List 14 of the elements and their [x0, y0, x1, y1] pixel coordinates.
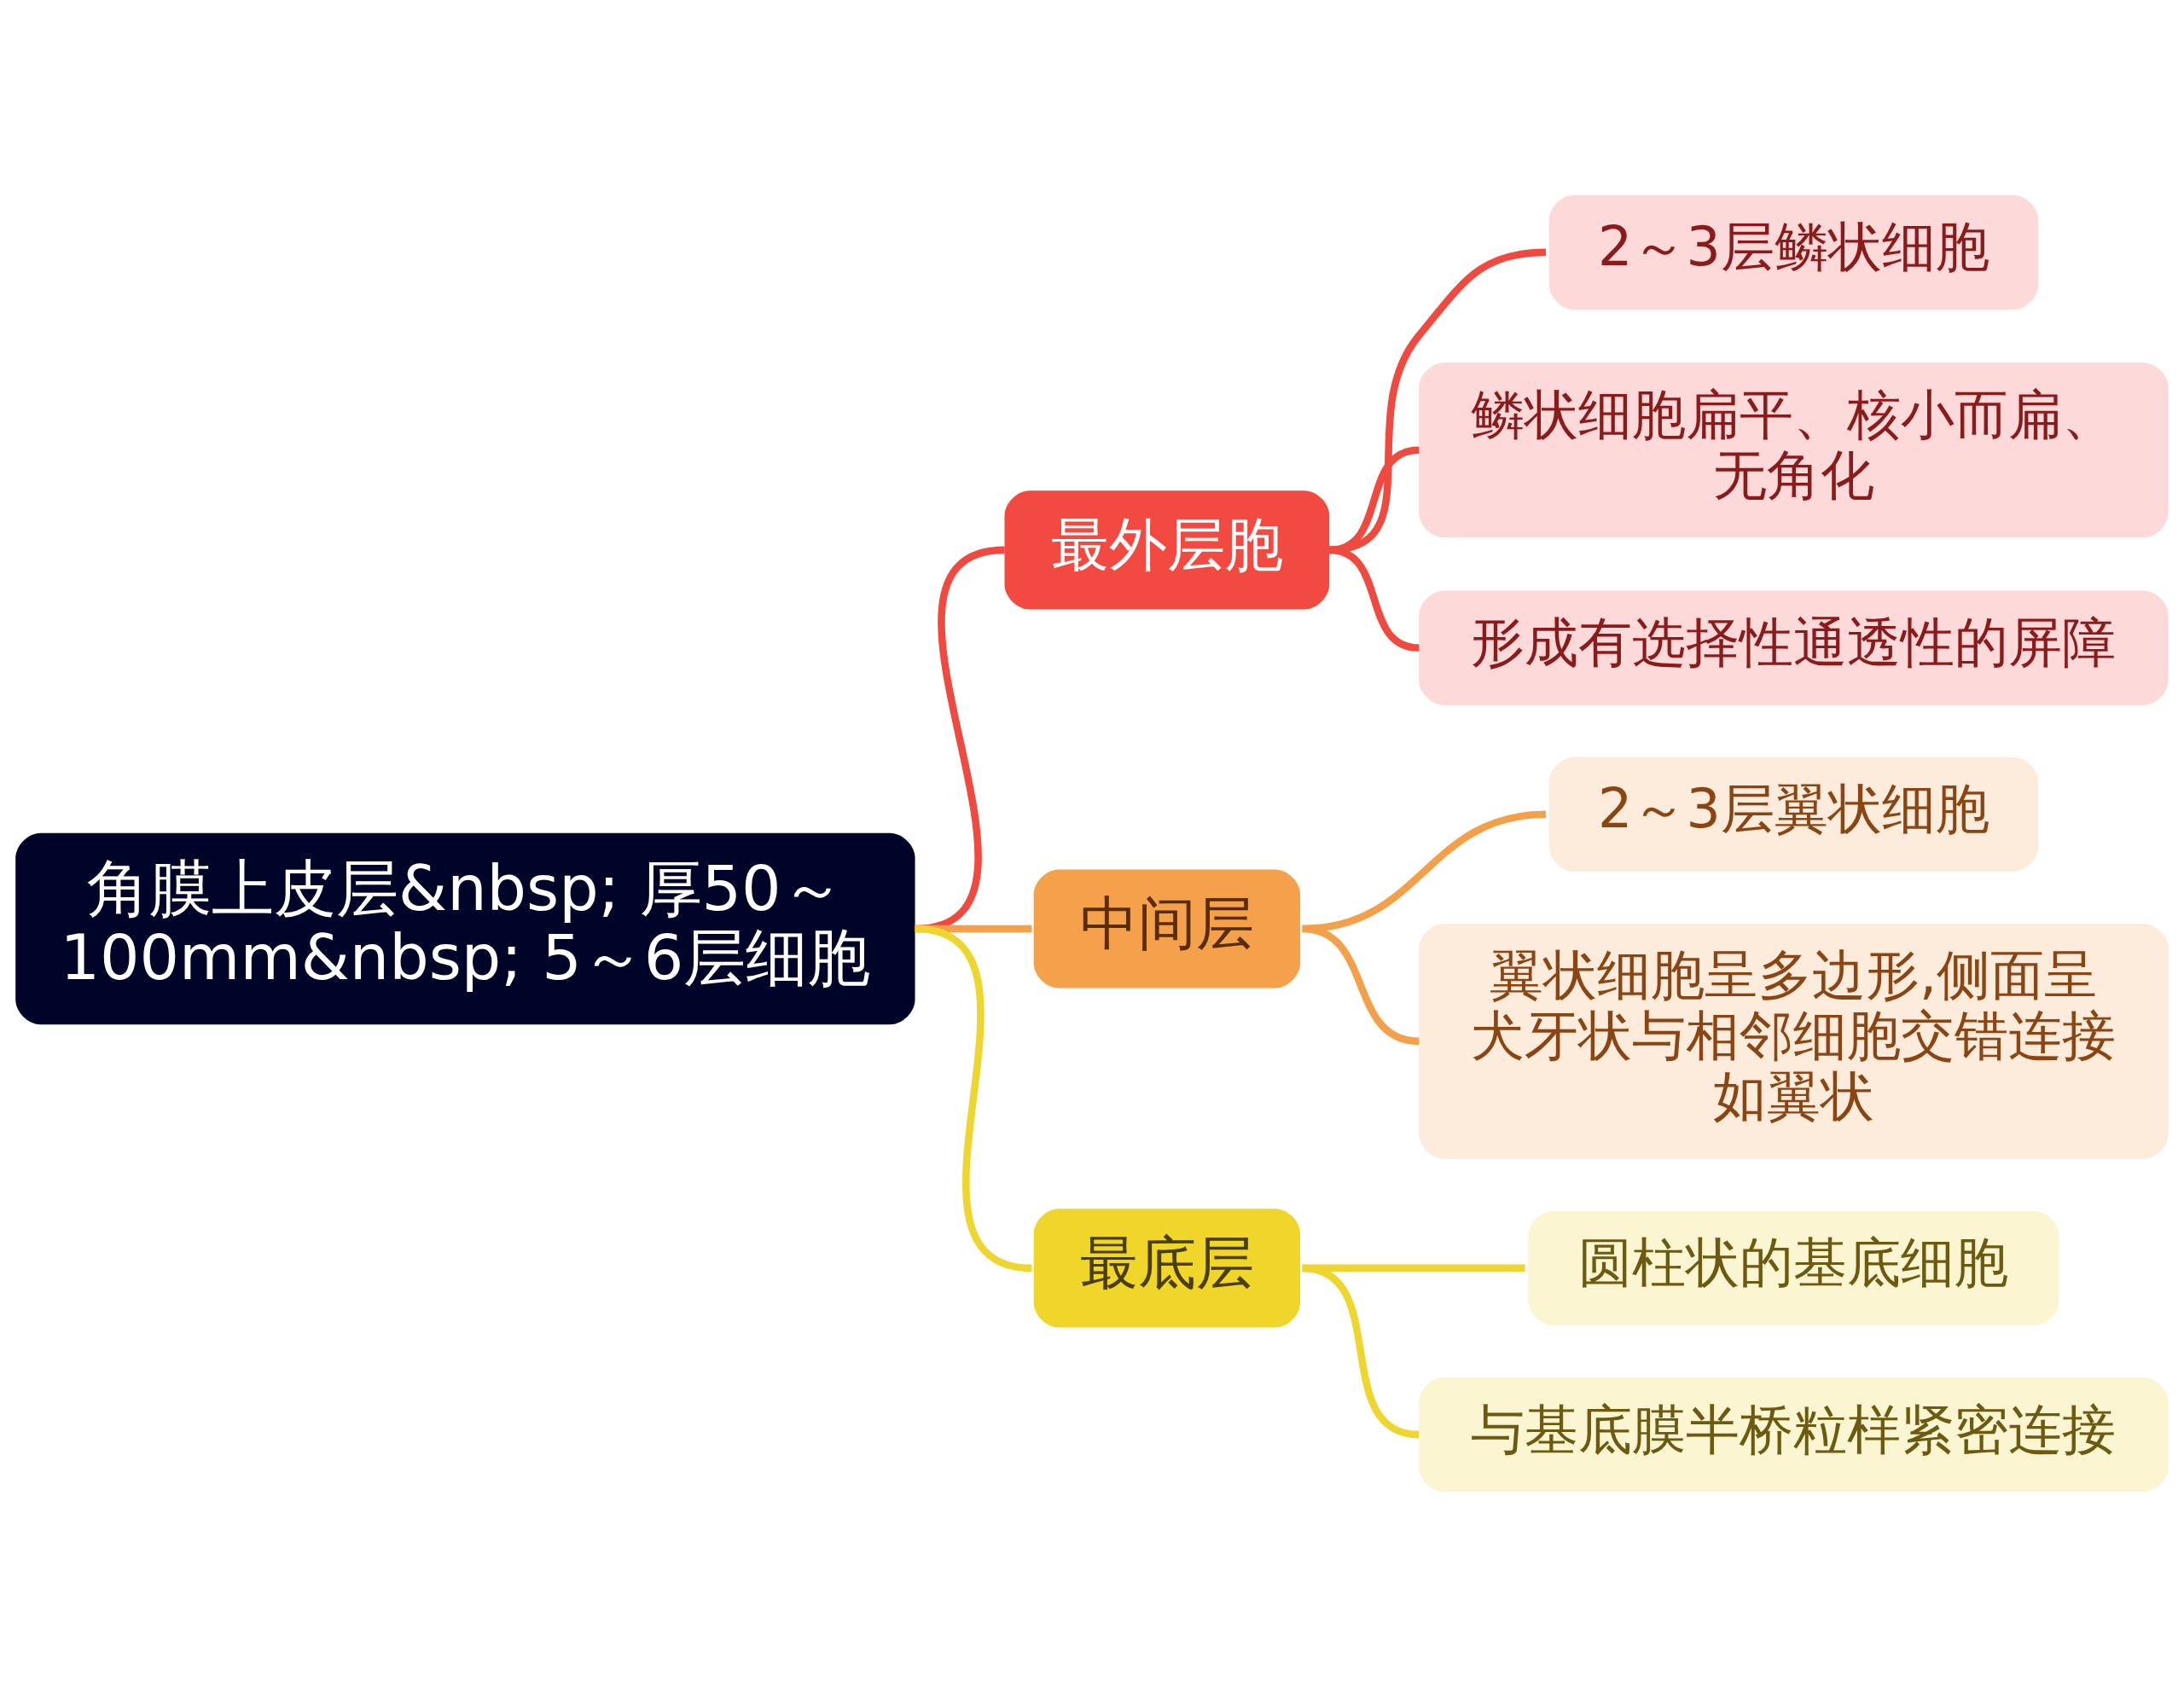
node-box: 圆柱状的基底细胞	[1528, 1210, 2059, 1325]
node-box: 2～3层翼状细胞	[1548, 757, 2039, 872]
connector	[1301, 925, 1420, 1046]
connector	[914, 925, 1033, 1272]
node-box: 形成有选择性通透性的屏障	[1419, 590, 2169, 705]
node-box: 中间层	[1033, 869, 1301, 988]
node-box: 2～3层鳞状细胞	[1548, 194, 2039, 310]
node-box: 翼状细胞呈多边形,侧面呈犬牙状与相邻细胞交错连接如翼状	[1419, 923, 2169, 1159]
connector	[1301, 1264, 1420, 1439]
node-box: 与基底膜半桥粒样紧密连接	[1419, 1377, 2169, 1493]
node-box: 最外层胞	[1004, 490, 1330, 610]
node-box: 最底层	[1033, 1209, 1301, 1328]
node-box: 鳞状细胞扁平、核小而扁、无角化	[1419, 362, 2169, 538]
node-box: 角膜上皮层&nbsp; 厚50～100mm&nbsp; 5～6层细胞	[15, 832, 915, 1025]
